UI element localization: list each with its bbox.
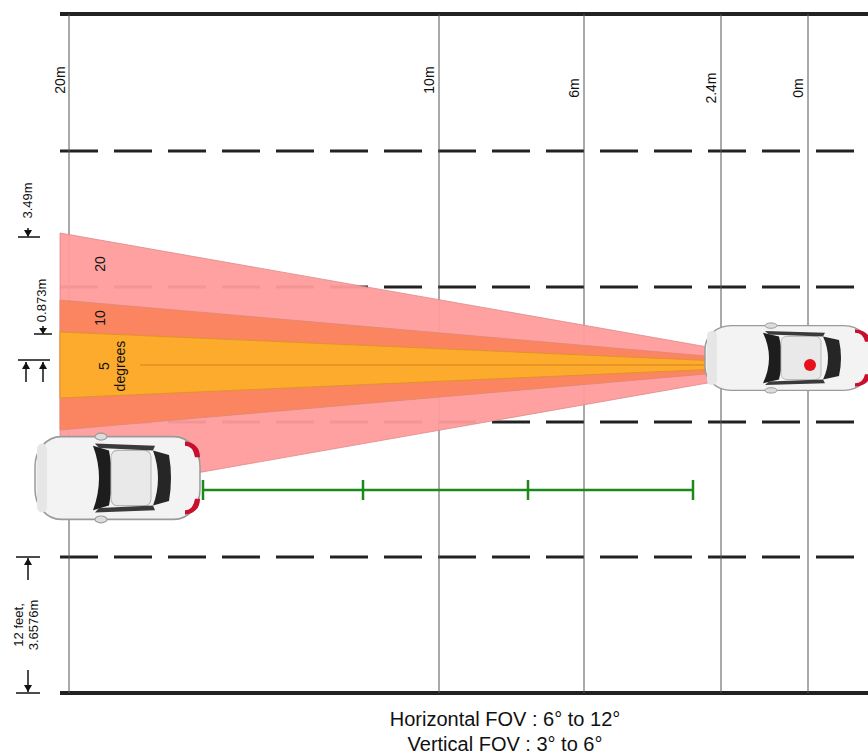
arrow-head [39,362,47,369]
arrow-head [22,362,30,369]
scale-tick [202,480,205,500]
lane-line [60,556,868,559]
arrow-head [24,685,32,692]
road-edge [60,12,868,16]
arrow-head [24,558,32,565]
distance-label: 10m [421,66,437,93]
dimension-tick [16,556,40,558]
car-front [705,323,868,393]
scale-line [203,489,693,492]
distance-label: 0m [790,78,806,97]
dimension-tick [16,692,40,694]
angle-label: 10 [92,310,108,326]
distance-label: 6m [566,78,582,97]
road-edge [60,691,868,695]
fov-cone-5 [60,332,810,398]
arrow-head [24,230,32,237]
lane-line [60,150,868,153]
sensor-dot [804,359,816,371]
dimension-tick [18,236,40,238]
caption-line: Horizontal FOV : 6° to 12° [390,708,621,731]
arrow-head [39,328,47,334]
angle-label: 20 [92,256,108,272]
green-scale-bar [203,480,693,500]
dimension-tick [18,359,50,361]
scale-tick [362,480,365,500]
scale-tick [527,480,530,500]
dimension-label: 12 feet, 3.6576m [12,595,42,655]
angle-label: 5 degrees [96,336,128,396]
dimension-label: 0.873m [36,278,51,321]
caption-line: Vertical FOV : 3° to 6° [408,733,603,755]
distance-label: 20m [52,66,68,93]
scale-tick [692,480,695,500]
dimension-label: 3.49m [21,182,36,218]
fov-cone-10 [60,300,810,430]
distance-label: 2.4m [703,72,719,103]
car-behind [35,433,200,523]
